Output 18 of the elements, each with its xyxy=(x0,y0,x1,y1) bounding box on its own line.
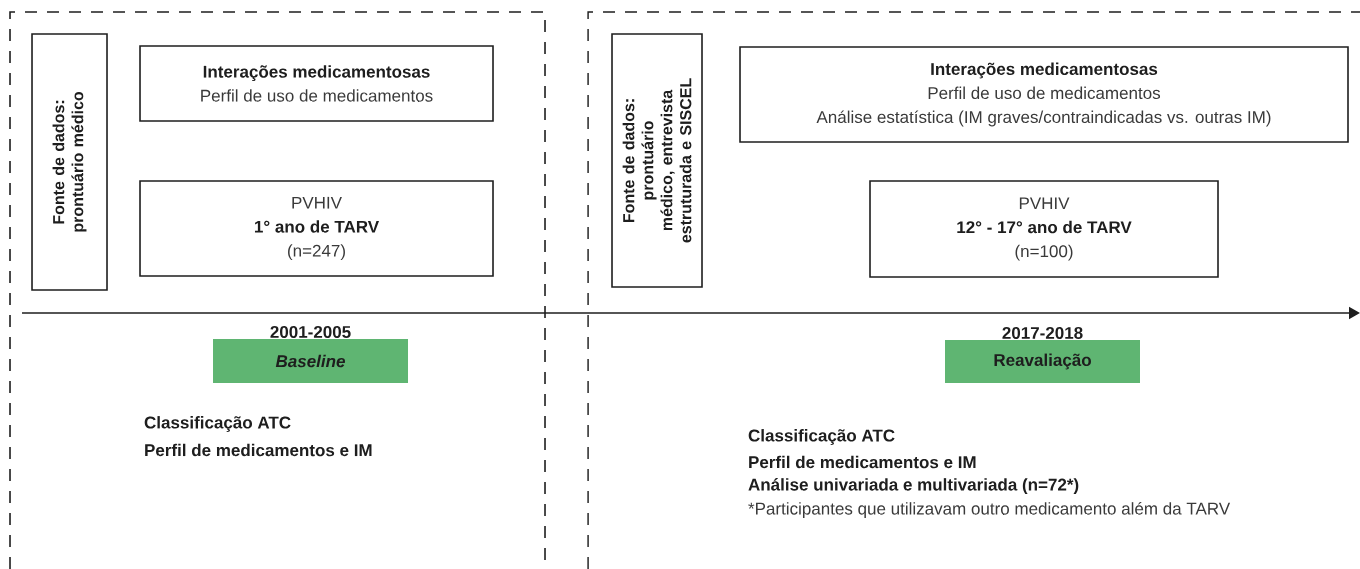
dashed-panel xyxy=(9,11,546,569)
phase-box: Baseline xyxy=(213,339,408,383)
method-note: *Participantes que utilizavam outro medicamento além da TARV xyxy=(748,501,1231,518)
period-label: 2001-2005 xyxy=(270,325,351,338)
method-note: Classificação ATC xyxy=(144,416,291,432)
info-box: PVHIV 12° - 17° ano de TARV (n=100) xyxy=(869,180,1219,278)
method-note: Análise univariada e multivariada (n=72*) xyxy=(748,478,1079,494)
data-source-box: Fonte de dados: prontuário médico xyxy=(31,33,108,291)
info-box: Interações medicamentosas Perfil de uso de medicamentos xyxy=(139,45,494,122)
method-note: Perfil de medicamentos e IM xyxy=(145,443,372,457)
dashed-panel xyxy=(587,11,1360,569)
info-box: PVHIV 1° ano de TARV (n=247) xyxy=(139,180,494,277)
method-note: Classificação ATC xyxy=(748,429,895,445)
method-note: Perfil de medicamentos e IM xyxy=(749,455,976,469)
info-box: Interações medicamentosas Perfil de uso de medicamentos Análise estatística (IM graves/contraindicadas vs. outras IM) xyxy=(739,46,1349,143)
data-source-box: Fonte de dados: prontuário médico, entrevista estruturada e SISCEL xyxy=(611,33,703,288)
phase-box: Reavaliação xyxy=(945,340,1140,383)
period-label: 2017-2018 xyxy=(1002,326,1083,339)
